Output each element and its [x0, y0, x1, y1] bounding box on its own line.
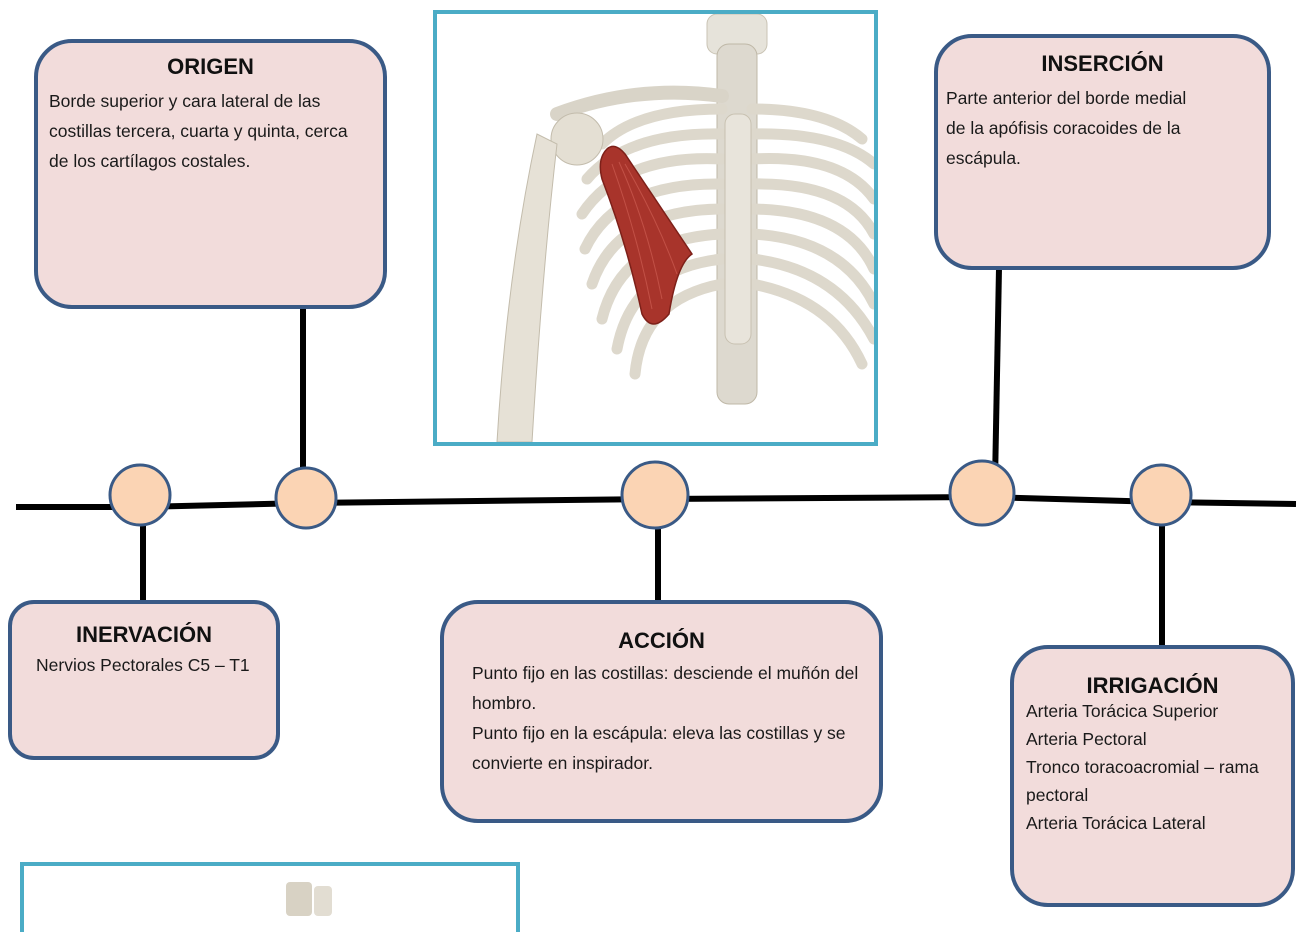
accion-line-1: Punto fijo en las costillas: desciende e…	[472, 658, 859, 718]
illustration-frame	[433, 10, 878, 446]
origen-box: ORIGEN Borde superior y cara lateral de …	[34, 39, 387, 309]
timeline-node-inervacion	[110, 465, 170, 525]
insercion-text: Parte anterior del borde medial de la ap…	[946, 83, 1192, 173]
illustration-frame-secondary	[20, 862, 520, 932]
accion-title: ACCIÓN	[444, 628, 879, 654]
irrigacion-box: IRRIGACIÓN Arteria Torácica Superior Art…	[1010, 645, 1295, 907]
origen-title: ORIGEN	[38, 54, 383, 80]
origen-text: Borde superior y cara lateral de las cos…	[49, 86, 361, 176]
timeline-node-accion	[622, 462, 688, 528]
timeline-node-irrigacion	[1131, 465, 1191, 525]
thorax-illustration	[437, 14, 874, 442]
irrigacion-item: Arteria Torácica Lateral	[1026, 809, 1287, 837]
partial-illustration	[24, 866, 516, 916]
timeline-node-origen	[276, 468, 336, 528]
inervacion-box: INERVACIÓN Nervios Pectorales C5 – T1	[8, 600, 280, 760]
timeline-node-insercion	[950, 461, 1014, 525]
inervacion-text: Nervios Pectorales C5 – T1	[36, 650, 254, 680]
irrigacion-item: Arteria Torácica Superior	[1026, 697, 1287, 725]
accion-box: ACCIÓN Punto fijo en las costillas: desc…	[440, 600, 883, 823]
irrigacion-list: Arteria Torácica Superior Arteria Pector…	[1026, 697, 1287, 837]
accion-line-2: Punto fijo en la escápula: eleva las cos…	[472, 718, 859, 778]
connector-insercion	[995, 268, 999, 482]
irrigacion-item: Arteria Pectoral	[1026, 725, 1287, 753]
insercion-title: INSERCIÓN	[938, 51, 1267, 77]
accion-body: Punto fijo en las costillas: desciende e…	[472, 658, 859, 778]
insercion-box: INSERCIÓN Parte anterior del borde media…	[934, 34, 1271, 270]
irrigacion-item: Tronco toracoacromial – rama pectoral	[1026, 753, 1287, 809]
inervacion-title: INERVACIÓN	[12, 622, 276, 648]
irrigacion-title: IRRIGACIÓN	[1014, 673, 1291, 699]
